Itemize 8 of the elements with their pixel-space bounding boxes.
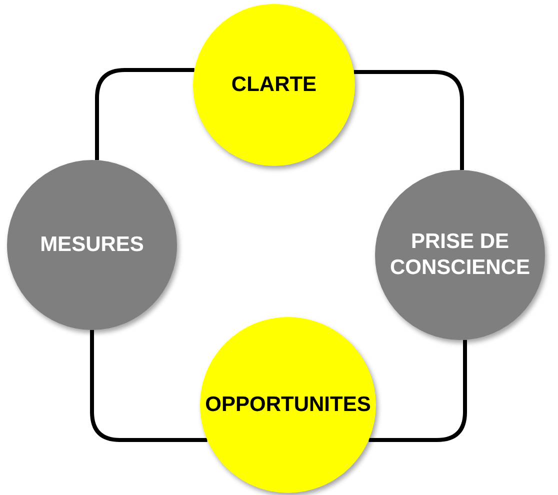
connector-line [90,330,208,442]
connector-line [354,70,464,170]
node-label: CLARTE [231,72,317,98]
node-label: MESURES [40,232,144,258]
node-label: PRISE DE CONSCIENCE [388,228,532,281]
connector-line [368,340,467,442]
node-label: OPPORTUNITES [205,392,371,418]
connector-line [95,68,194,160]
